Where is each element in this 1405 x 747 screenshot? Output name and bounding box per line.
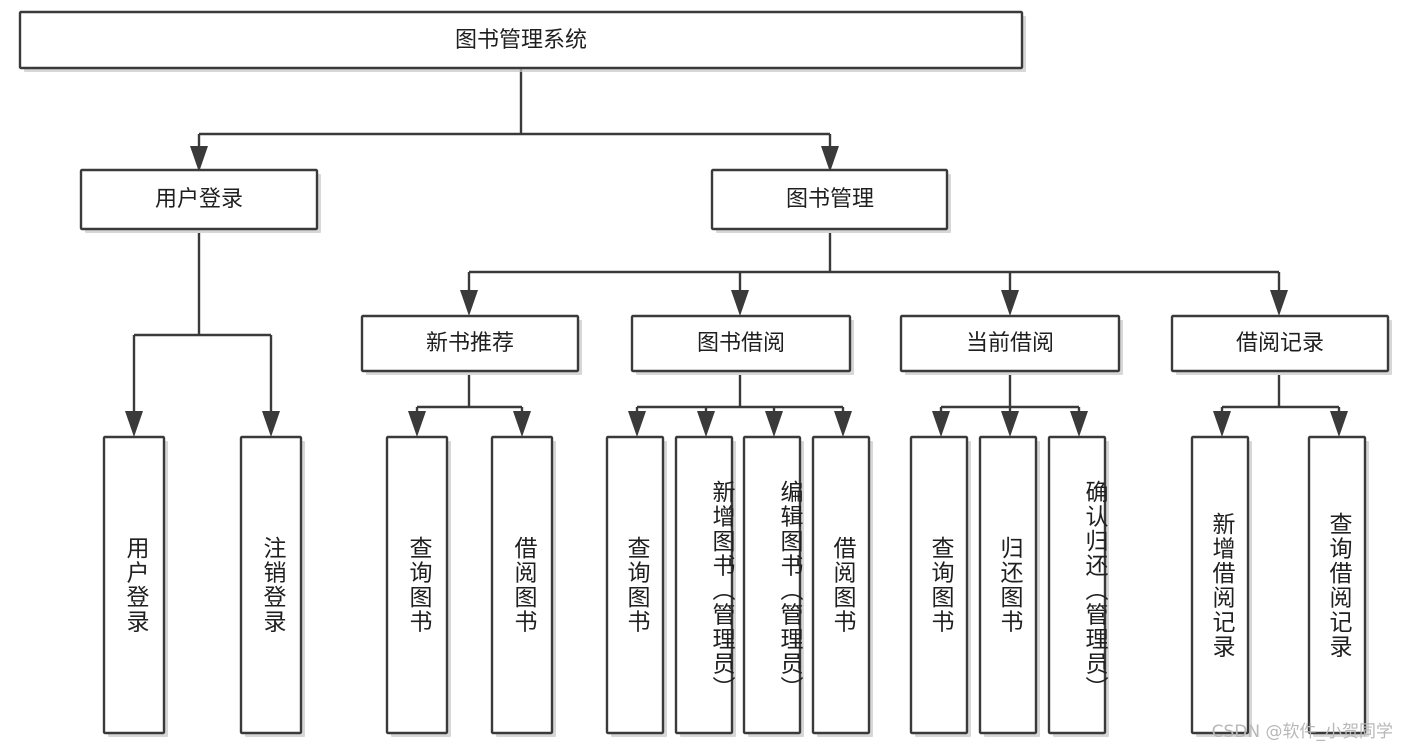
arrow-book-borrow-leaf-1: [697, 411, 715, 437]
node-borrow-record-box[interactable]: [1170, 314, 1390, 373]
node-book-management[interactable]: 图书管理: [710, 168, 951, 233]
node-current-borrow-label: 当前借阅: [966, 331, 1054, 356]
node-new-book-recommend[interactable]: 新书推荐: [360, 314, 582, 375]
connector-group-book-mgmt: [460, 233, 1288, 316]
arrow-current-borrow-leaf-2: [1070, 411, 1088, 437]
leaf-current-borrow-1-box[interactable]: [978, 435, 1038, 735]
node-book-borrow-box[interactable]: [630, 314, 852, 373]
leaf-current-borrow-2-box[interactable]: [1047, 435, 1107, 735]
arrow-current-borrow-leaf-1: [1001, 411, 1019, 437]
leaf-book-borrow-1[interactable]: [674, 435, 736, 737]
node-new-book-recommend-box[interactable]: [360, 314, 580, 373]
node-book-borrow[interactable]: 图书借阅: [630, 314, 854, 375]
leaf-book-borrow-3-box[interactable]: [811, 435, 871, 735]
leaf-current-borrow-0-box[interactable]: [909, 435, 969, 735]
arrow-user-login-leaf-0: [125, 411, 143, 437]
arrow-book-borrow-leaf-3: [834, 411, 852, 437]
connector-group-current-borrow: [932, 375, 1088, 437]
leaf-borrow-record-0[interactable]: [1190, 435, 1252, 737]
leaf-user-login-0-box[interactable]: [102, 435, 166, 735]
node-book-management-box[interactable]: [710, 168, 949, 231]
leaf-new-book-0-box[interactable]: [385, 435, 449, 735]
connector-group-user-login: [125, 233, 280, 437]
arrow-book-borrow-leaf-2: [765, 411, 783, 437]
node-borrow-record[interactable]: 借阅记录: [1170, 314, 1392, 375]
node-user-login[interactable]: 用户登录: [79, 168, 321, 233]
leaf-book-borrow-1-box[interactable]: [674, 435, 734, 735]
arrow-borrow-record-leaf-0: [1213, 411, 1231, 437]
leaf-current-borrow-0[interactable]: [909, 435, 971, 737]
arrow-user-login-leaf-1: [262, 411, 280, 437]
arrow-book-mgmt-to-new-book: [460, 290, 478, 316]
arrow-book-mgmt-to-borrow-record: [1270, 290, 1288, 316]
connector-group-book-borrow: [628, 375, 852, 437]
leaf-borrow-record-1[interactable]: [1307, 435, 1369, 737]
leaf-book-borrow-3[interactable]: [811, 435, 873, 737]
node-root[interactable]: 图书管理系统: [18, 10, 1026, 72]
leaf-user-login-0[interactable]: [102, 435, 168, 737]
node-current-borrow-box[interactable]: [899, 314, 1121, 373]
csdn-watermark: CSDN @软件_小贺同学: [1211, 722, 1393, 742]
leaf-current-borrow-2[interactable]: [1047, 435, 1109, 737]
node-book-management-label: 图书管理: [786, 187, 874, 212]
leaf-book-borrow-0[interactable]: [605, 435, 667, 737]
arrow-current-borrow-leaf-0: [932, 411, 950, 437]
arrow-new-book-leaf-1: [513, 411, 531, 437]
leaf-borrow-record-0-box[interactable]: [1190, 435, 1250, 735]
arrow-root-to-user-login: [190, 146, 208, 172]
leaf-book-borrow-2[interactable]: [742, 435, 804, 737]
leaf-new-book-0[interactable]: [385, 435, 451, 737]
node-borrow-record-label: 借阅记录: [1236, 331, 1324, 356]
connector-group-new-book: [408, 375, 531, 437]
arrow-borrow-record-leaf-1: [1330, 411, 1348, 437]
leaf-new-book-1[interactable]: [490, 435, 556, 737]
connector-group-borrow-record: [1213, 375, 1348, 437]
arrow-book-mgmt-to-current-borrow: [1001, 290, 1019, 316]
arrow-book-borrow-leaf-0: [628, 411, 646, 437]
leaf-book-borrow-0-box[interactable]: [605, 435, 665, 735]
node-root-box[interactable]: [18, 10, 1024, 70]
leaf-borrow-record-1-box[interactable]: [1307, 435, 1367, 735]
leaf-new-book-1-box[interactable]: [490, 435, 554, 735]
leaf-current-borrow-1[interactable]: [978, 435, 1040, 737]
leaf-book-borrow-2-box[interactable]: [742, 435, 802, 735]
leaf-user-login-1-box[interactable]: [239, 435, 303, 735]
arrow-new-book-leaf-0: [408, 411, 426, 437]
node-book-borrow-label: 图书借阅: [697, 331, 785, 356]
leaf-user-login-1[interactable]: [239, 435, 305, 737]
node-current-borrow[interactable]: 当前借阅: [899, 314, 1123, 375]
connector-group-root: [190, 68, 839, 172]
node-user-login-label: 用户登录: [155, 187, 243, 212]
node-new-book-recommend-label: 新书推荐: [426, 331, 514, 356]
node-root-label: 图书管理系统: [455, 28, 587, 53]
arrow-root-to-book-mgmt: [821, 146, 839, 172]
arrow-book-mgmt-to-book-borrow: [731, 290, 749, 316]
node-user-login-box[interactable]: [79, 168, 319, 231]
